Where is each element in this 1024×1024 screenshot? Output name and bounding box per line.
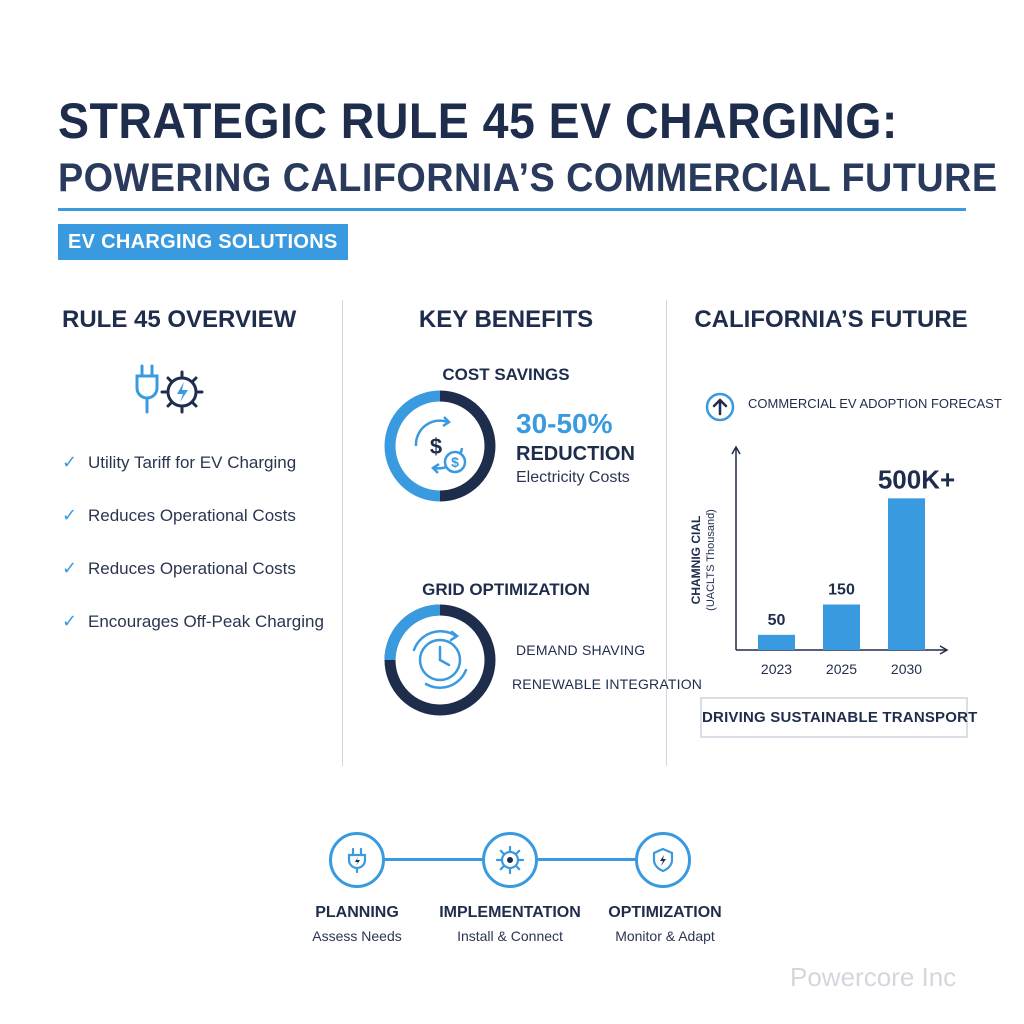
step-sub-implementation: Install & Connect <box>457 928 563 944</box>
page-title: STRATEGIC RULE 45 EV CHARGING: <box>58 93 898 149</box>
sustainable-transport-button[interactable]: DRIVING SUSTAINABLE TRANSPORT <box>700 697 977 738</box>
solutions-tag: EV CHARGING SOLUTIONS <box>58 224 348 260</box>
arrow-up-circle-icon <box>705 392 735 422</box>
plug-gear-icon <box>135 364 204 414</box>
grid-optimization-ring <box>384 604 496 716</box>
step-implementation[interactable] <box>482 832 538 888</box>
cost-savings-heading: COST SAVINGS <box>442 365 570 384</box>
column-divider-left <box>342 300 343 766</box>
grid-optimization-heading: GRID OPTIMIZATION <box>422 580 590 599</box>
forecast-label: COMMERCIAL EV ADOPTION FORECAST <box>748 396 1002 411</box>
y-axis-label-line1: CHAMNIG CIAL <box>689 516 703 605</box>
future-heading: CALIFORNIA’S FUTURE <box>694 306 968 333</box>
column-divider-right <box>666 300 667 766</box>
data-label-2023: 50 <box>768 612 786 629</box>
data-label-2025: 150 <box>828 582 855 599</box>
page-subtitle: POWERING CALIFORNIA’S COMMERCIAL FUTURE <box>58 156 998 200</box>
gear-icon <box>495 845 525 875</box>
overview-list: ✓Utility Tariff for EV Charging ✓Reduces… <box>62 436 324 648</box>
data-label-2030: 500K+ <box>878 464 955 494</box>
y-axis-label-line2: (UACLTS Thousand) <box>705 509 717 611</box>
check-icon: ✓ <box>62 505 78 525</box>
step-sub-planning: Assess Needs <box>312 928 402 944</box>
list-item: ✓Encourages Off-Peak Charging <box>62 611 324 631</box>
adoption-bar-chart: CHAMNIG CIAL (UACLTS Thousand) 50 2023 150… <box>689 445 955 677</box>
step-optimization[interactable] <box>635 832 691 888</box>
x-tick-2030: 2030 <box>891 661 922 677</box>
company-watermark: Powercore Inc <box>790 962 957 992</box>
x-axis-arrow <box>939 645 949 655</box>
overview-heading: RULE 45 OVERVIEW <box>62 306 297 333</box>
list-item: ✓Reduces Operational Costs <box>62 505 296 525</box>
grid-demand-shaving: DEMAND SHAVING <box>516 642 646 658</box>
y-axis-arrow <box>731 445 741 455</box>
x-tick-2025: 2025 <box>826 661 857 677</box>
cost-savings-reduction: REDUCTION <box>516 443 635 465</box>
clock-cycle-icon <box>412 630 468 689</box>
grid-renewable-integration: RENEWABLE INTEGRATION <box>512 676 703 692</box>
step-title-optimization: OPTIMIZATION <box>608 904 722 921</box>
shield-icon <box>652 847 674 873</box>
cost-savings-percent: 30-50% <box>516 408 613 439</box>
list-item: ✓Reduces Operational Costs <box>62 558 296 578</box>
bar-2025 <box>823 604 860 650</box>
svg-text:$: $ <box>451 454 459 470</box>
check-icon: ✓ <box>62 558 78 578</box>
plug-icon <box>347 847 367 874</box>
title-divider <box>58 208 966 211</box>
dollar-exchange-icon: $ $ <box>414 416 467 474</box>
step-sub-optimization: Monitor & Adapt <box>615 928 715 944</box>
cost-savings-detail: Electricity Costs <box>516 469 630 486</box>
benefits-heading: KEY BENEFITS <box>418 306 594 333</box>
step-title-implementation: IMPLEMENTATION <box>439 904 581 921</box>
cost-savings-ring: $ $ <box>384 390 496 502</box>
x-tick-2023: 2023 <box>761 661 792 677</box>
bar-2023 <box>758 634 795 650</box>
step-planning[interactable] <box>329 832 385 888</box>
bar-2030 <box>888 498 925 650</box>
check-icon: ✓ <box>62 611 78 631</box>
check-icon: ✓ <box>62 452 78 472</box>
step-title-planning: PLANNING <box>315 904 399 921</box>
svg-text:$: $ <box>430 434 442 459</box>
list-item: ✓Utility Tariff for EV Charging <box>62 452 297 472</box>
